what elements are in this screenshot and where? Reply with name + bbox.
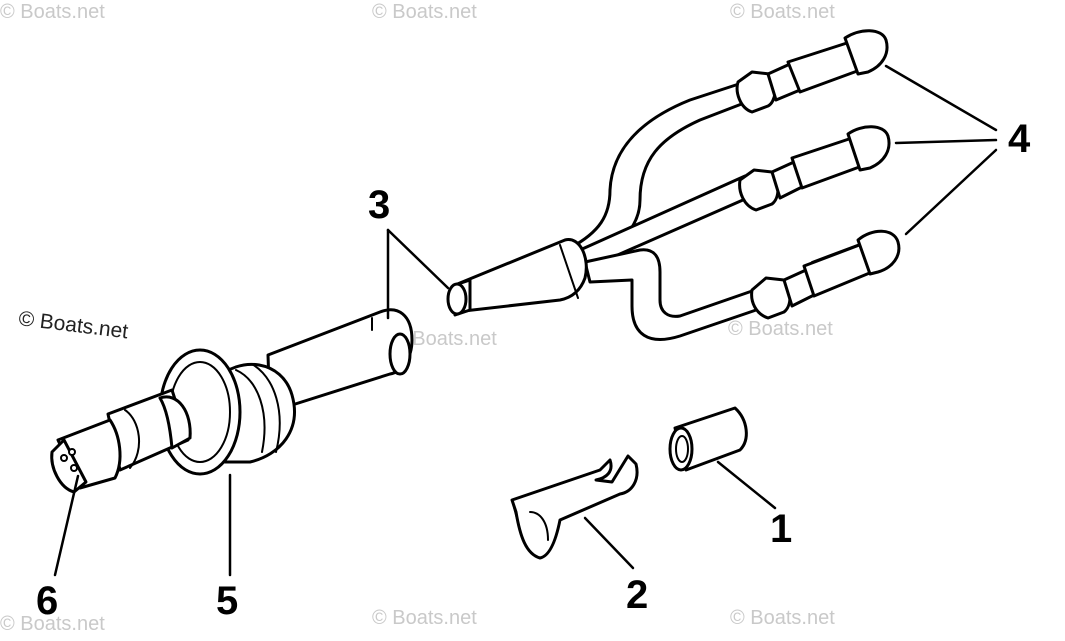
jacket-split-line <box>559 244 579 299</box>
leader-1 <box>716 460 777 510</box>
terminal-middle <box>738 125 891 212</box>
leader-lines <box>53 64 998 577</box>
plug-barrel-line <box>124 409 141 469</box>
leader-6 <box>53 474 80 577</box>
sleeve-bore <box>675 435 689 463</box>
pin-hole-3 <box>70 464 78 472</box>
watermark-top-center: © Boats.net <box>372 1 477 23</box>
watermark-mid-center: © Boats.net <box>392 328 497 350</box>
cable-trunk <box>266 308 414 414</box>
leader-4a <box>884 64 998 132</box>
cable-cut-end <box>388 332 412 376</box>
leader-2 <box>583 516 635 570</box>
main-jacket <box>453 238 588 314</box>
callout-6: 6 <box>36 579 58 623</box>
wire-harness <box>266 80 764 414</box>
watermark-mid-right: © Boats.net <box>728 318 833 340</box>
leader-3a <box>386 228 450 290</box>
watermark-bottom-right: © Boats.net <box>730 607 835 629</box>
clip-edge <box>511 499 521 531</box>
watermark-top-right: © Boats.net <box>730 1 835 23</box>
lower-branch-wire <box>583 248 764 341</box>
watermark-bottom-left: © Boats.net <box>0 613 105 635</box>
clip-body <box>510 454 639 560</box>
terminal-bottom <box>750 229 901 320</box>
jacket-opening <box>446 282 468 316</box>
watermark-layer: © Boats.net © Boats.net © Boats.net © Bo… <box>0 1 835 635</box>
terminal-bottom-barrel-line <box>811 243 861 263</box>
leader-4b <box>894 138 998 145</box>
grommet-rib-2 <box>251 363 281 453</box>
grommet-assembly <box>50 348 296 494</box>
callouts: 1 2 3 4 5 6 <box>36 117 1031 623</box>
leader-4c <box>904 148 998 236</box>
grommet-rib-1 <box>235 369 266 453</box>
pin-hole-1 <box>60 454 68 462</box>
terminal-middle-boot <box>846 125 891 172</box>
sleeve <box>668 406 748 472</box>
terminal-top <box>735 29 889 114</box>
watermark-top-left: © Boats.net <box>0 1 105 23</box>
retaining-clip <box>510 454 639 560</box>
pin-hole-2 <box>68 448 76 456</box>
clip-curve <box>529 511 549 541</box>
plug-collar <box>158 395 192 450</box>
callout-3: 3 <box>368 183 390 227</box>
terminal-bottom-boot <box>856 229 901 276</box>
callout-2: 2 <box>626 573 648 617</box>
callout-5: 5 <box>216 579 238 623</box>
callout-4: 4 <box>1008 117 1031 161</box>
watermark-main: © Boats.net <box>17 307 129 343</box>
terminal-top-boot <box>843 29 889 76</box>
watermark-bottom-center: © Boats.net <box>372 607 477 629</box>
callout-1: 1 <box>770 507 792 551</box>
